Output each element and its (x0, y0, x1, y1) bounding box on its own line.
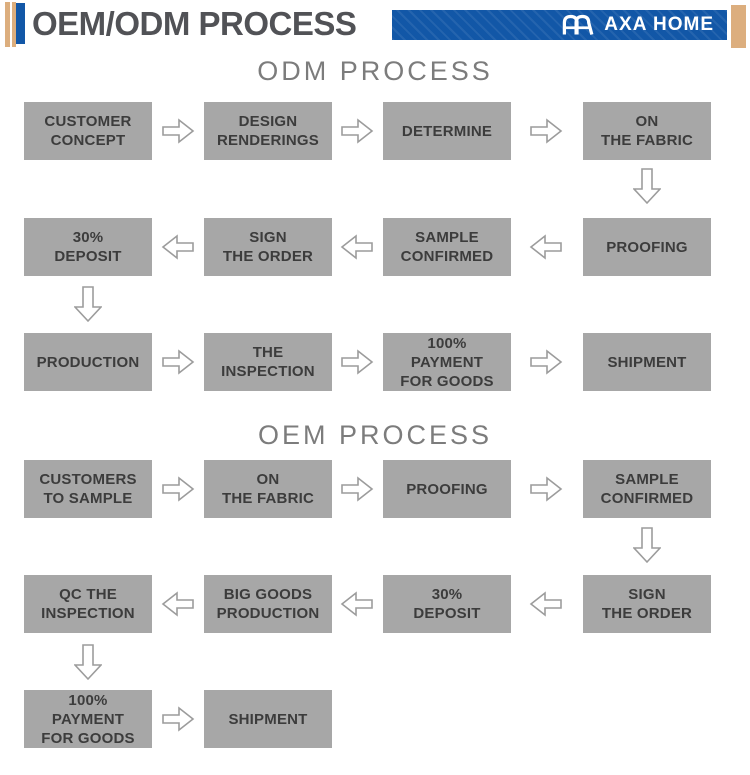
oem-step-shipment: SHIPMENT (204, 690, 332, 748)
odm-step-on-the-fabric: ON THE FABRIC (583, 102, 711, 160)
odm-step-shipment: SHIPMENT (583, 333, 711, 391)
oem-step-customers-to-sample: CUSTOMERS TO SAMPLE (24, 460, 152, 518)
oem-step-sample-confirmed: SAMPLE CONFIRMED (583, 460, 711, 518)
arrow-left-icon (162, 592, 194, 616)
arrow-down-icon (633, 168, 661, 204)
odm-step-customer-concept: CUSTOMER CONCEPT (24, 102, 152, 160)
arrow-left-icon (341, 235, 373, 259)
left-tan-stripe (5, 2, 10, 47)
arrow-right-icon (341, 119, 373, 143)
arrow-down-icon (74, 644, 102, 680)
odm-step-sample-confirmed: SAMPLE CONFIRMED (383, 218, 511, 276)
right-tan-bar (731, 5, 746, 48)
odm-step-100-payment-for-goods: 100% PAYMENT FOR GOODS (383, 333, 511, 391)
axa-monogram-icon (563, 14, 594, 35)
oem-step-100-payment-for-goods: 100% PAYMENT FOR GOODS (24, 690, 152, 748)
arrow-left-icon (162, 235, 194, 259)
oem-step-on-the-fabric: ON THE FABRIC (204, 460, 332, 518)
arrow-right-icon (530, 119, 562, 143)
arrow-right-icon (530, 477, 562, 501)
oem-step-proofing: PROOFING (383, 460, 511, 518)
arrow-down-icon (74, 286, 102, 322)
odm-step-proofing: PROOFING (583, 218, 711, 276)
brand-banner: AXA HOME (392, 10, 727, 40)
arrow-right-icon (341, 350, 373, 374)
odm-step-production: PRODUCTION (24, 333, 152, 391)
arrow-right-icon (162, 350, 194, 374)
arrow-down-icon (633, 527, 661, 563)
page-title: OEM/ODM PROCESS (32, 5, 357, 42)
odm-section-title: ODM PROCESS (257, 56, 493, 86)
left-tan-stripe-2 (12, 2, 16, 47)
odm-step-sign-the-order: SIGN THE ORDER (204, 218, 332, 276)
odm-step-30-deposit: 30% DEPOSIT (24, 218, 152, 276)
arrow-left-icon (341, 592, 373, 616)
arrow-left-icon (530, 592, 562, 616)
odm-step-determine: DETERMINE (383, 102, 511, 160)
arrow-right-icon (162, 707, 194, 731)
oem-step-sign-the-order: SIGN THE ORDER (583, 575, 711, 633)
odm-step-the-inspection: THE INSPECTION (204, 333, 332, 391)
oem-section-title: OEM PROCESS (257, 420, 493, 450)
arrow-left-icon (530, 235, 562, 259)
oem-step-big-goods-production: BIG GOODS PRODUCTION (204, 575, 332, 633)
oem-step-qc-the-inspection: QC THE INSPECTION (24, 575, 152, 633)
odm-step-design-renderings: DESIGN RENDERINGS (204, 102, 332, 160)
arrow-right-icon (162, 477, 194, 501)
arrow-right-icon (530, 350, 562, 374)
oem-step-30-deposit: 30% DEPOSIT (383, 575, 511, 633)
brand-name: AXA HOME (604, 14, 714, 35)
arrow-right-icon (341, 477, 373, 501)
left-blue-stripe (16, 3, 25, 44)
arrow-right-icon (162, 119, 194, 143)
